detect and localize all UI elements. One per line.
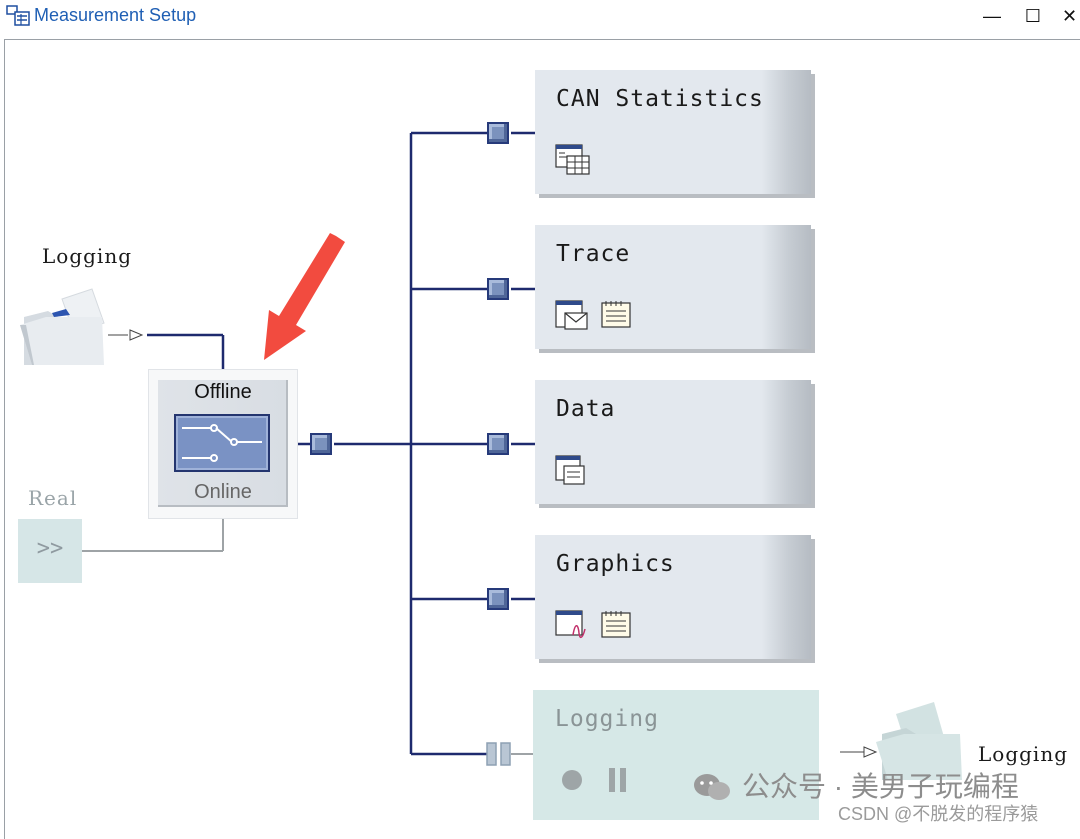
logging-block-disabled[interactable]: Logging — [533, 690, 819, 820]
switch-contacts-icon — [182, 424, 262, 462]
graphics-port[interactable] — [487, 588, 509, 610]
graphics-title: Graphics — [556, 551, 675, 577]
can-statistics-port[interactable] — [487, 122, 509, 144]
pause-icon-bar — [620, 768, 626, 792]
trace-block[interactable]: Trace — [535, 225, 811, 349]
filter-notepad-icon[interactable] — [599, 299, 635, 331]
close-button[interactable]: ✕ — [1062, 6, 1078, 26]
logging-block-title: Logging — [555, 706, 659, 732]
title-bar — [0, 0, 1080, 34]
annotation-arrow-icon — [264, 233, 345, 360]
logging-port-paused[interactable] — [486, 742, 512, 766]
pause-icon[interactable] — [609, 768, 615, 792]
record-icon[interactable] — [562, 770, 582, 790]
wechat-icon — [694, 774, 730, 800]
output-logging-label: Logging — [978, 742, 1069, 766]
data-window-icon[interactable] — [555, 454, 591, 486]
graphics-block[interactable]: Graphics — [535, 535, 811, 659]
output-logging-folder-icon[interactable] — [874, 700, 966, 782]
can-statistics-title: CAN Statistics — [556, 86, 764, 112]
minimize-button[interactable]: — — [983, 6, 1001, 26]
trace-title: Trace — [556, 241, 631, 267]
switch-output-port[interactable] — [310, 433, 332, 455]
input-real-label: Real — [28, 486, 78, 510]
offline-mode-label[interactable]: Offline — [194, 381, 252, 403]
graphics-window-icon[interactable] — [555, 609, 591, 641]
filter-notepad-icon[interactable] — [599, 609, 635, 641]
watermark-csdn: CSDN @不脱发的程序猿 — [838, 804, 1039, 824]
maximize-button[interactable]: ☐ — [1024, 6, 1042, 26]
data-block[interactable]: Data — [535, 380, 811, 504]
measurement-setup-app-icon — [6, 5, 30, 26]
data-title: Data — [556, 396, 616, 422]
logging-folder-icon[interactable] — [18, 287, 108, 369]
window-title: Measurement Setup — [34, 5, 197, 25]
data-port[interactable] — [487, 433, 509, 455]
trace-window-icon[interactable] — [555, 299, 591, 331]
online-mode-label[interactable]: Online — [194, 481, 252, 503]
statistics-table-icon[interactable] — [555, 144, 591, 176]
watermark-wechat: 公众号 · 美男子玩编程 — [742, 771, 1019, 802]
measurement-canvas — [4, 39, 1080, 839]
real-source-button[interactable]: >> — [18, 519, 82, 583]
input-logging-label: Logging — [42, 244, 133, 268]
trace-port[interactable] — [487, 278, 509, 300]
can-statistics-block[interactable]: CAN Statistics — [535, 70, 811, 194]
